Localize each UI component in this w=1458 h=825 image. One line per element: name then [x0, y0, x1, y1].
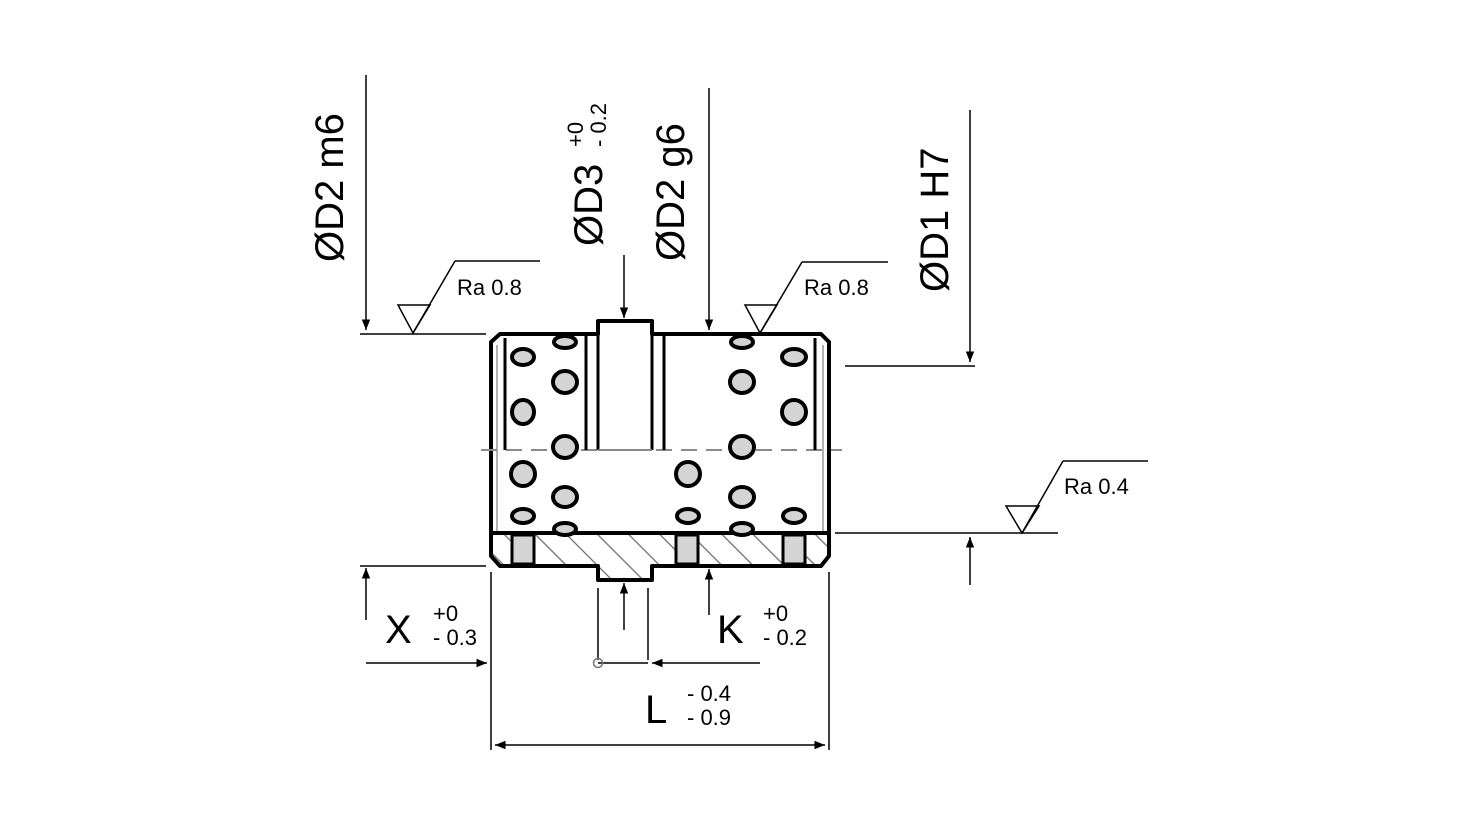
section-plugs [510, 533, 807, 566]
dim-k-tol-upper: +0 [763, 601, 788, 626]
dim-d3-tol-lower: - 0.2 [586, 103, 611, 147]
dim-l-label: L [645, 688, 667, 732]
dim-d2-m6-label: ØD2 m6 [308, 113, 352, 262]
surface-finish-bore [1004, 460, 1148, 535]
plug [510, 533, 536, 566]
plug [729, 521, 755, 537]
dim-x-label: X [385, 608, 412, 652]
plug [728, 485, 756, 509]
dim-k-label: K [717, 608, 744, 652]
surface-finish-right [743, 261, 888, 335]
dim-d2-g6-label: ØD2 g6 [649, 123, 693, 261]
dim-d3-label: ØD3 [567, 164, 611, 246]
plug [729, 334, 755, 350]
plug [510, 507, 536, 525]
plug [781, 533, 807, 566]
plug [780, 347, 808, 367]
plug [510, 347, 536, 367]
plug [551, 434, 579, 460]
plug [510, 398, 536, 426]
plug [551, 369, 579, 395]
plug [728, 369, 756, 395]
plug [509, 460, 537, 488]
lubricant-plugs [509, 334, 808, 537]
bushing-outline [489, 319, 831, 582]
dim-x-tol-lower: - 0.3 [433, 625, 477, 650]
dim-l-tol-upper: - 0.4 [687, 681, 731, 706]
surface-finish-left [396, 260, 540, 335]
plug [675, 507, 701, 525]
plug [780, 398, 808, 426]
surface-finish-bore-label: Ra 0.4 [1064, 474, 1129, 499]
plug [728, 434, 756, 460]
dim-l-tol-lower: - 0.9 [687, 705, 731, 730]
plug [551, 485, 579, 509]
plug [781, 507, 807, 525]
dim-k-tol-lower: - 0.2 [763, 625, 807, 650]
surface-finish-right-label: Ra 0.8 [804, 275, 869, 300]
dim-d1-h7-label: ØD1 H7 [913, 148, 957, 293]
plug [674, 460, 702, 488]
dim-d3-tol-upper: +0 [563, 122, 588, 147]
dimension-lines [360, 75, 1058, 750]
section-hatch [491, 533, 829, 580]
surface-finish-left-label: Ra 0.8 [457, 275, 522, 300]
dim-x-tol-upper: +0 [433, 601, 458, 626]
bushing-body [481, 319, 842, 582]
plug [552, 521, 578, 537]
plug [674, 533, 700, 566]
plug [552, 334, 578, 350]
